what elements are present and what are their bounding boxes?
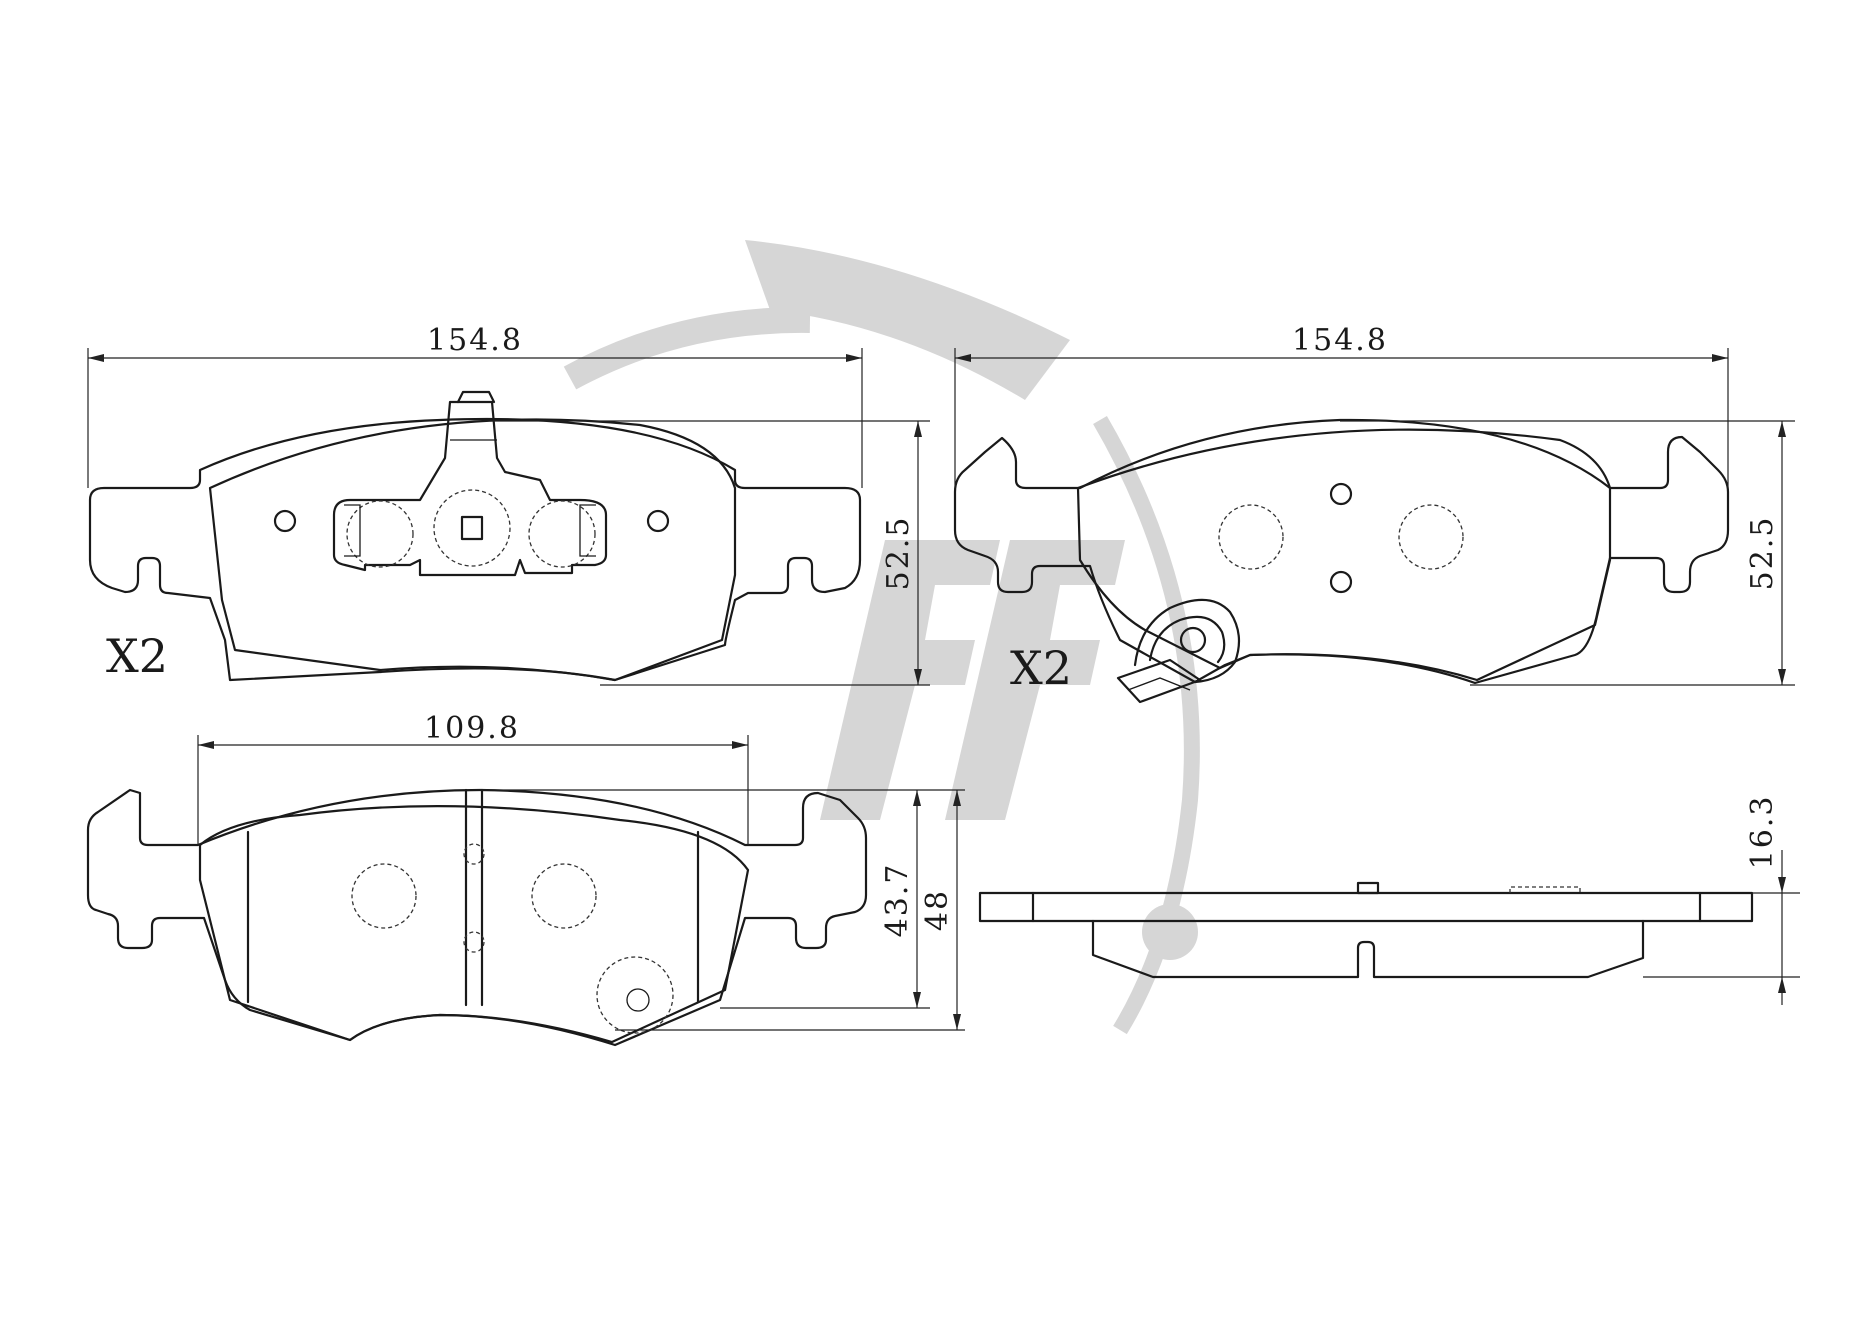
pad-b-width-label: 154.8 — [1292, 323, 1388, 358]
side-view-backplate — [978, 891, 1754, 923]
pad-c-view — [86, 788, 868, 1047]
pad-c-friction — [198, 805, 750, 1044]
pad-a-clip-body — [332, 400, 608, 577]
pad-b-hole-bottom — [1329, 570, 1353, 594]
side-view-thickness-label: 16.3 — [1745, 795, 1780, 870]
pad-b-wear-sensor — [1116, 598, 1241, 704]
pad-b-height-label: 52.5 — [1745, 516, 1780, 591]
pad-b-quantity-label: X2 — [1010, 641, 1072, 695]
side-view-tab — [1356, 881, 1380, 895]
pad-a-friction — [208, 418, 737, 682]
pad-a-clip-tab — [456, 390, 496, 404]
pad-b-dimensions — [954, 348, 1795, 686]
pad-a-clip-square — [460, 515, 484, 541]
pad-b-hole-top — [1329, 482, 1353, 506]
pad-c-dimensions — [197, 735, 965, 1031]
pad-a-width-label: 154.8 — [427, 323, 523, 358]
side-view-dimensions — [1643, 850, 1800, 1005]
pad-a-view — [88, 390, 862, 682]
pad-c-outer-height-label: 48 — [920, 889, 955, 931]
pad-a-hole-right — [646, 509, 670, 533]
pad-a-height-label: 52.5 — [881, 516, 916, 591]
pad-a-backplate — [88, 417, 862, 682]
pad-b-friction — [1076, 428, 1612, 682]
pad-a-dimensions — [87, 348, 930, 686]
side-view-friction — [1091, 919, 1645, 979]
pad-c-slot — [464, 788, 484, 1007]
pad-c-inner-height-label: 43.7 — [880, 863, 915, 938]
pad-c-width-label: 109.8 — [424, 711, 520, 746]
pad-c-backplate — [86, 788, 868, 1047]
pad-a-clip-dashed-circle — [433, 489, 511, 567]
pad-b-backplate — [953, 418, 1730, 685]
pad-a-quantity-label: X2 — [106, 629, 168, 683]
watermark-logo — [563, 240, 1200, 1035]
pad-a-hole-left — [273, 509, 297, 533]
side-view — [978, 881, 1754, 979]
pad-b-view — [953, 418, 1730, 704]
